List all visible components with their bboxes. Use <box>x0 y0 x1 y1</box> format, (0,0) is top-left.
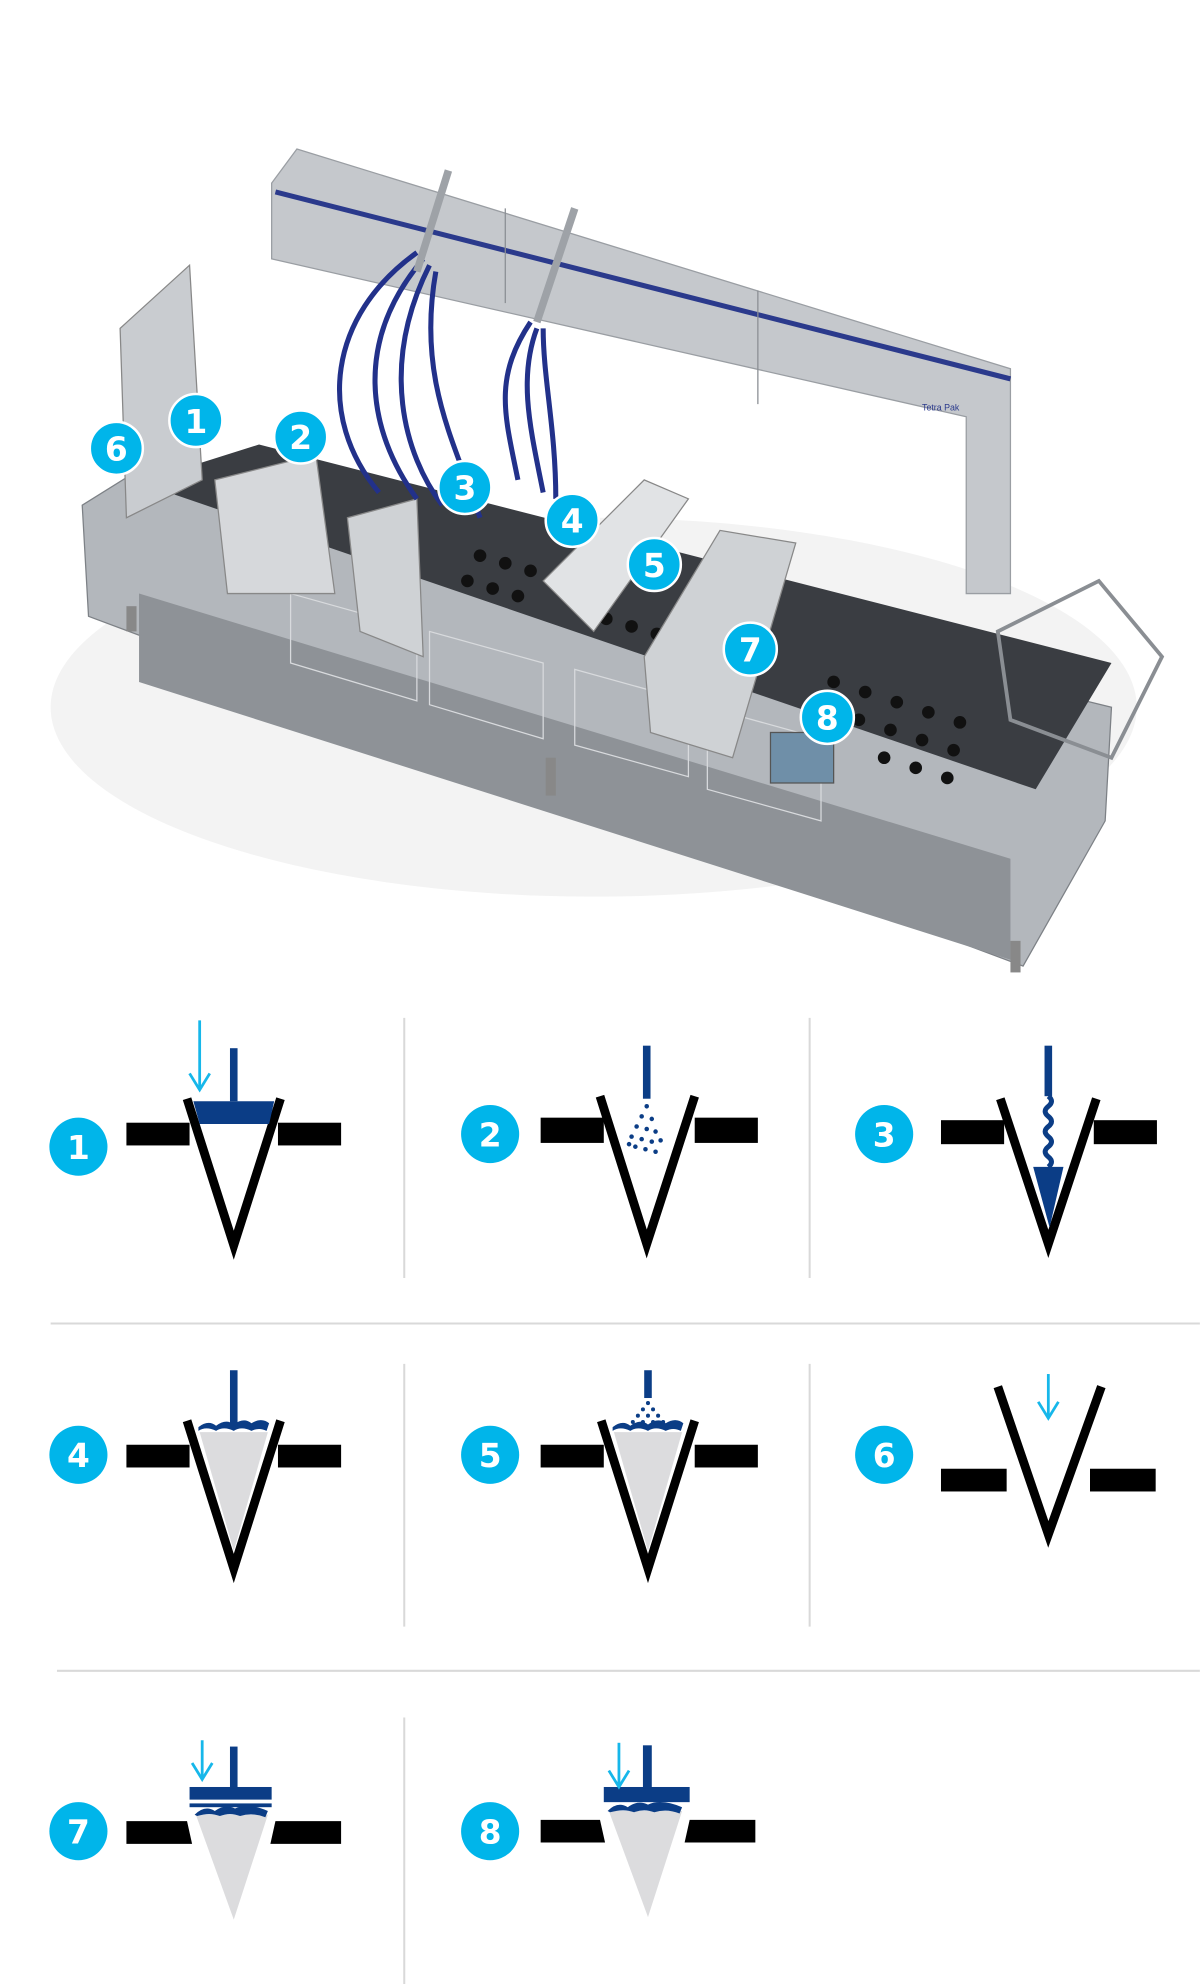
ice-cream-filling-icon <box>940 1045 1157 1259</box>
machine-logo: Tetra Pak <box>922 402 960 412</box>
svg-text:4: 4 <box>67 1437 90 1475</box>
station-housing-3 <box>346 498 424 658</box>
svg-text:5: 5 <box>479 1437 502 1475</box>
step-2: 2 <box>461 1045 758 1259</box>
back-panel <box>271 148 1012 595</box>
svg-text:2: 2 <box>289 419 312 457</box>
step-badge <box>461 1802 520 1861</box>
front-cabinets <box>139 593 1011 960</box>
back-panel-stripe <box>274 189 1012 382</box>
chocolate-spray-icon <box>540 1045 758 1259</box>
station-housing-4 <box>542 479 690 633</box>
station-housing-1 <box>214 453 336 595</box>
step-1: 1 <box>49 1020 342 1260</box>
step-badge <box>855 1105 914 1164</box>
machine-illustration: Tetra Pak <box>50 148 1165 973</box>
cone-insert-icon <box>940 1374 1156 1548</box>
machine-callout-5[interactable]: 5 <box>626 536 683 593</box>
lid-sealing-icon <box>540 1742 756 1918</box>
svg-text:7: 7 <box>739 631 762 669</box>
machine-callout-4[interactable]: 4 <box>544 492 600 549</box>
step-4: 4 <box>49 1370 342 1584</box>
svg-text:4: 4 <box>561 503 584 541</box>
step-badge <box>49 1802 108 1861</box>
svg-text:6: 6 <box>105 431 128 469</box>
svg-text:8: 8 <box>816 700 839 738</box>
machine-callout-1[interactable]: 1 <box>168 392 224 449</box>
machine-callout-3[interactable]: 3 <box>437 459 493 516</box>
svg-text:3: 3 <box>453 470 476 508</box>
machine-legs <box>126 606 1021 973</box>
step-5: 5 <box>461 1370 758 1584</box>
machine-callout-2[interactable]: 2 <box>272 409 329 465</box>
step-3: 3 <box>855 1045 1157 1259</box>
machine-callout-8[interactable]: 8 <box>799 689 856 746</box>
topping-sauce-icon <box>126 1370 342 1584</box>
svg-text:1: 1 <box>184 403 207 441</box>
svg-text:7: 7 <box>67 1813 90 1851</box>
step-7: 7 <box>49 1740 342 1920</box>
svg-text:5: 5 <box>643 547 666 585</box>
step-badge <box>49 1117 108 1176</box>
step-8: 8 <box>461 1742 756 1918</box>
lid-placement-icon <box>126 1740 342 1920</box>
topping-dry-icon <box>540 1370 758 1584</box>
machine-callout-6[interactable]: 6 <box>88 420 145 477</box>
cone-dispenser-icon <box>126 1020 342 1260</box>
filler-pipes <box>413 169 579 324</box>
step-badge <box>461 1425 520 1484</box>
lid-dispenser <box>995 578 1165 761</box>
svg-text:6: 6 <box>873 1437 896 1475</box>
svg-text:8: 8 <box>479 1813 502 1851</box>
step-badge <box>855 1425 914 1484</box>
step-badge <box>49 1425 108 1484</box>
svg-text:1: 1 <box>67 1129 90 1167</box>
grid-dividers <box>50 1017 1200 1984</box>
step-badge <box>461 1105 520 1164</box>
cone-magazine <box>119 263 203 519</box>
machine-callout-7[interactable]: 7 <box>722 621 779 677</box>
step-6: 6 <box>855 1374 1156 1548</box>
svg-text:2: 2 <box>479 1116 502 1154</box>
svg-text:3: 3 <box>873 1116 896 1154</box>
